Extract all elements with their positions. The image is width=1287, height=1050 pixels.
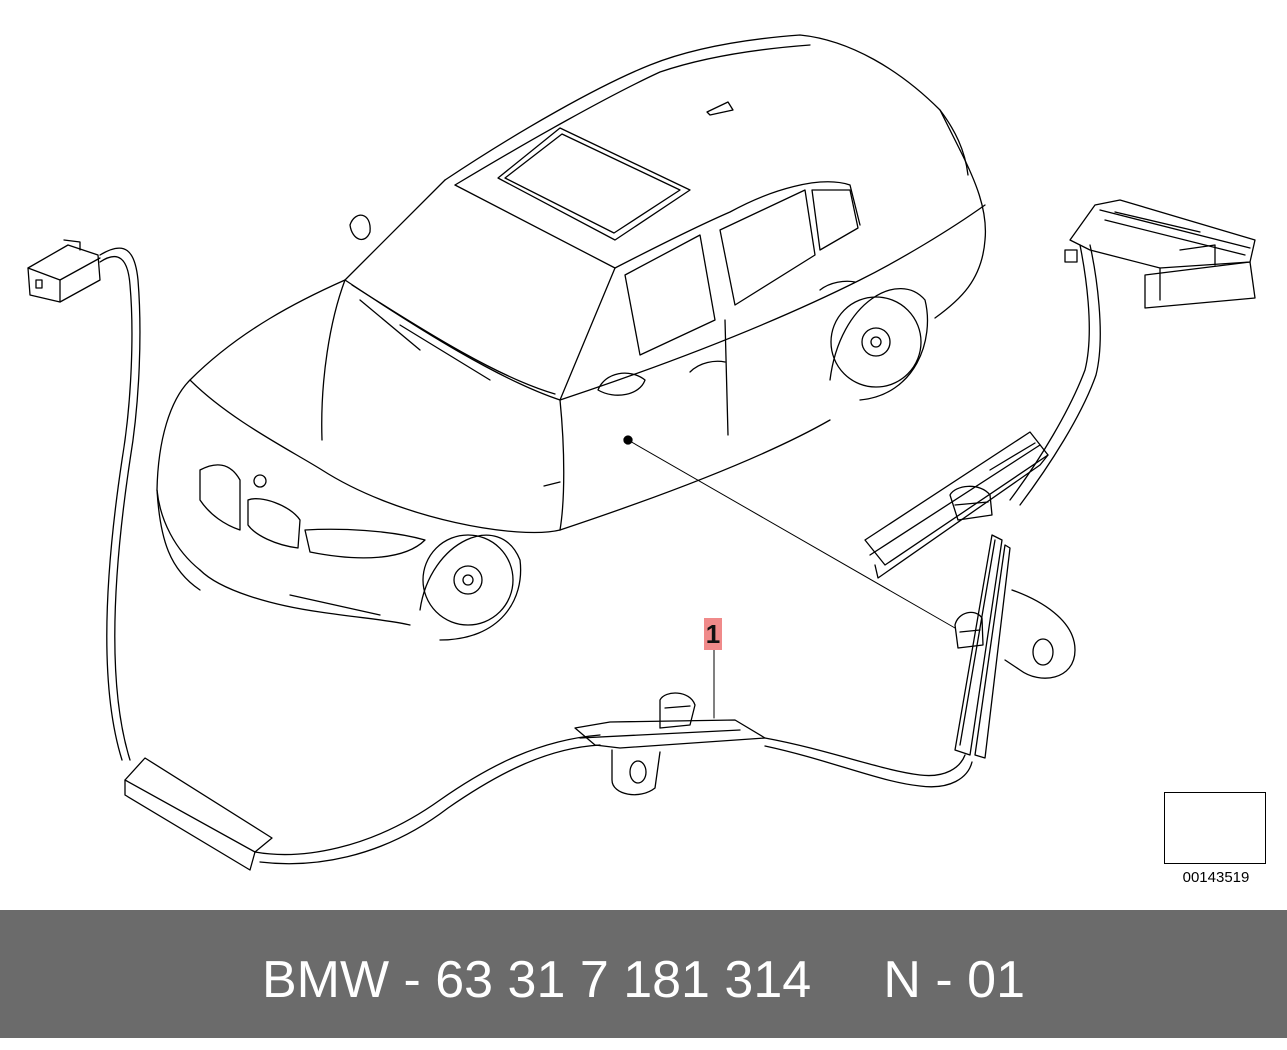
caption-bar: BMW - 63 31 7 181 314 N - 01 [0, 910, 1287, 1038]
parts-diagram [27, 34, 1256, 871]
part-callout-label: 1 [704, 618, 722, 650]
wiring-harness [27, 199, 1256, 871]
diagram-reference-number: 00143519 [1182, 869, 1250, 886]
reference-view-box [1164, 792, 1266, 864]
part-number-caption: BMW - 63 31 7 181 314 N - 01 [261, 951, 1026, 1009]
car-illustration [156, 34, 987, 641]
